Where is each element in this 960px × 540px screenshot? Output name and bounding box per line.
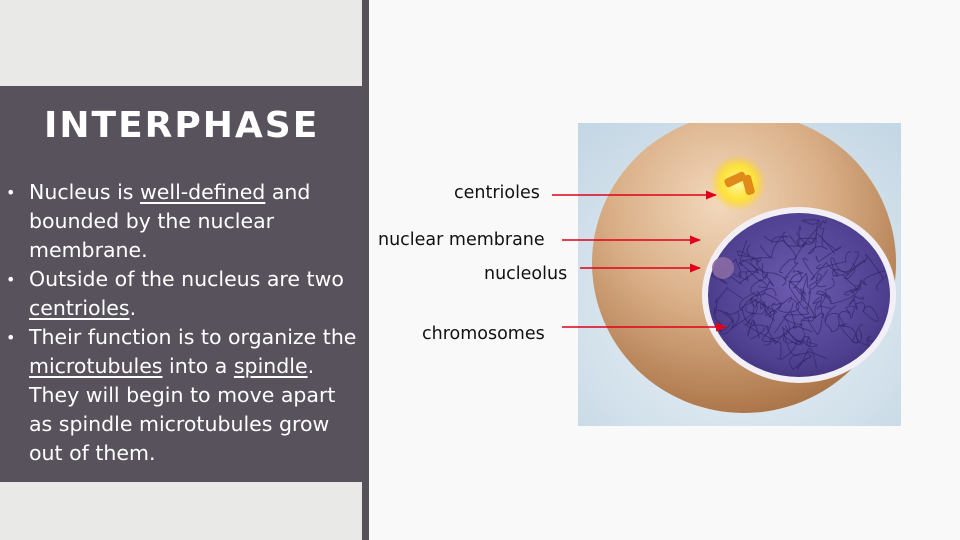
chromatin-strand [808, 269, 828, 290]
chromatin-strand [782, 223, 822, 247]
chromatin-strand [763, 235, 796, 274]
chromatin-strand [726, 308, 760, 339]
chromatin-strand [848, 296, 865, 311]
chromatin-strand [801, 293, 832, 322]
chromatin-strand [842, 274, 867, 291]
bullet-item: • Their function is to organize the micro… [0, 323, 360, 468]
underlined-term: centrioles [29, 296, 130, 320]
underlined-term: well-defined [140, 180, 266, 204]
bullet-marker: • [6, 328, 16, 347]
bullet-text: into a [162, 354, 234, 378]
underlined-term: spindle [233, 354, 308, 378]
chromatin-fibers [709, 219, 889, 371]
chromatin-strand [759, 235, 789, 258]
bullet-item: • Outside of the nucleus are two centriol… [0, 265, 360, 323]
chromatin-strand [807, 233, 835, 255]
chromatin-strand [762, 291, 800, 313]
chromatin-strand [789, 347, 817, 371]
chromatin-strand [815, 240, 842, 263]
underlined-term: microtubules [29, 354, 163, 378]
chromatin-strand [715, 258, 747, 281]
chromatin-strand [845, 305, 856, 320]
chromatin-strand [815, 251, 851, 270]
chromatin-strand [800, 297, 823, 336]
cell-illustration [578, 123, 901, 426]
chromatin-strand [843, 284, 861, 299]
chromatin-strand [788, 270, 807, 310]
bullet-marker: • [6, 270, 16, 289]
slide-title: INTERPHASE [44, 105, 320, 146]
chromatin-strand [745, 301, 767, 315]
chromatin-strand [747, 319, 765, 340]
chromatin-strand [765, 311, 796, 345]
label-chromosomes: chromosomes [422, 324, 545, 344]
chromatin-strand [771, 296, 793, 313]
chromatin-strand [844, 254, 884, 280]
text-panel [0, 86, 362, 482]
chromatin-strand [793, 273, 808, 301]
chromatin-strand [784, 235, 806, 280]
chromatin-strand [740, 298, 758, 326]
vertical-divider [362, 0, 369, 540]
chromatin-strand [824, 310, 851, 333]
label-nuclear-membrane: nuclear membrane [378, 230, 545, 250]
bullet-text: . They will begin to move apart as spind… [29, 354, 336, 465]
left-top-panel [0, 0, 362, 86]
bullet-text: Nucleus is [29, 180, 140, 204]
chromatin-strand [816, 277, 835, 311]
chromatin-strand [856, 333, 884, 348]
bullet-text: . [129, 296, 137, 320]
chromatin-strand [715, 297, 755, 330]
chromatin-strand [782, 332, 805, 356]
bullet-marker: • [6, 183, 16, 202]
bullet-text: and bounded by the nuclear membrane. [29, 180, 311, 262]
chromatin-strand [761, 304, 776, 342]
chromatin-strand [795, 225, 815, 246]
bullet-item: • Nucleus is well-defined and bounded by … [0, 178, 360, 265]
chromatin-strand [784, 325, 811, 348]
bullet-text: Their function is to organize the [29, 325, 357, 349]
chromatin-strand [736, 244, 759, 263]
left-bottom-panel [0, 482, 362, 540]
chromatin-strand [801, 219, 820, 244]
chromatin-strand [750, 257, 787, 287]
chromatin-strand [750, 279, 777, 297]
chromatin-strand [815, 289, 854, 305]
chromatin-strand [854, 302, 879, 322]
chromatin-strand [795, 288, 808, 320]
centriole-pair [724, 171, 755, 196]
bullet-text: Outside of the nucleus are two [29, 267, 344, 291]
chromatin-strand [819, 219, 827, 247]
chromatin-strand [774, 290, 811, 334]
chromatin-strand [832, 260, 866, 277]
chromatin-strand [740, 257, 775, 296]
nucleolus [712, 257, 734, 279]
bullet-list: • Nucleus is well-defined and bounded by … [0, 178, 360, 468]
label-centrioles: centrioles [454, 183, 540, 203]
chromatin-strand [714, 286, 743, 315]
chromatin-strand [713, 306, 740, 335]
label-nucleolus: nucleolus [484, 264, 568, 284]
chromatin-strand [739, 262, 768, 282]
nucleus [708, 213, 890, 377]
